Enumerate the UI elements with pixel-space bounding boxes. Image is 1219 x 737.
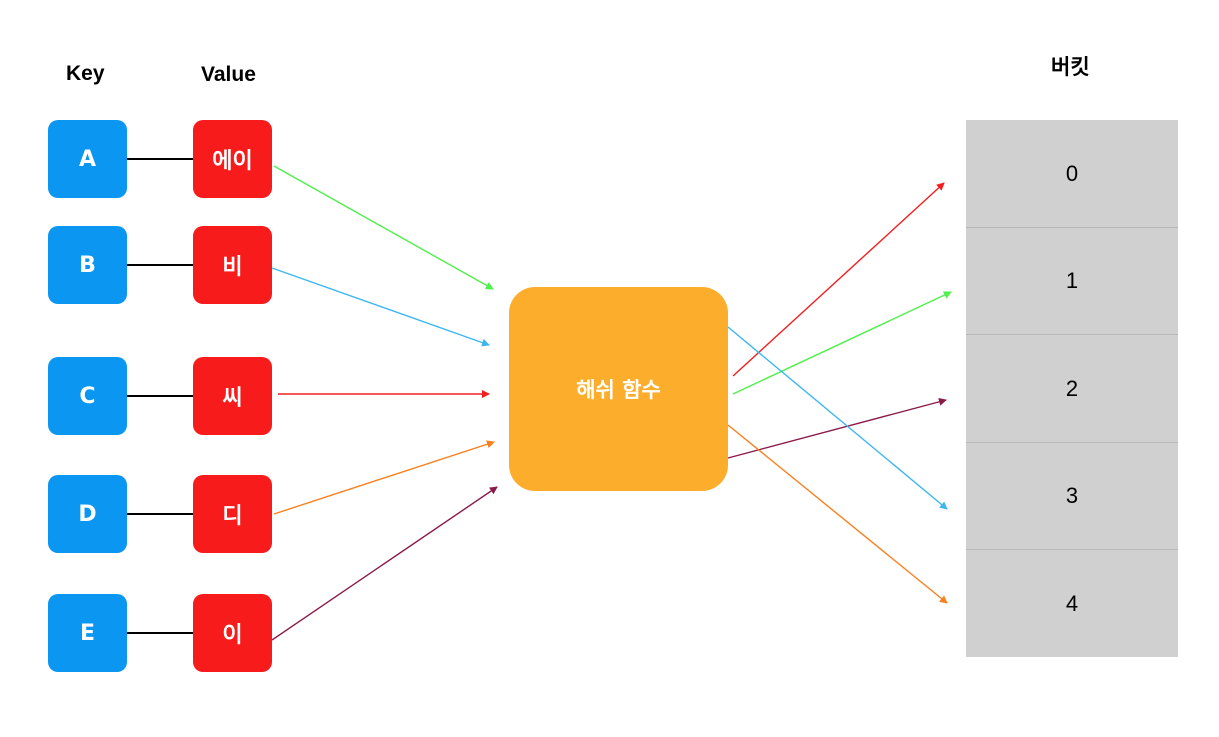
bucket-slot-0: 0	[1065, 160, 1079, 186]
key-box-C: C	[48, 357, 127, 435]
bucket-slot-4: 4	[966, 549, 1178, 657]
hash-function-label: 해쉬 함수	[576, 378, 661, 402]
arrow-in-B	[271, 267, 490, 347]
hash-function-box: 해쉬 함수	[509, 287, 728, 491]
key-header: Key	[66, 62, 105, 85]
value-header: Value	[201, 63, 256, 86]
key-box-D: D	[48, 475, 127, 553]
arrow-out-C-to-0	[732, 182, 945, 377]
bucket-header: 버킷	[1051, 56, 1090, 79]
arrow-out-D-to-4	[727, 424, 948, 604]
value-box-D: 디	[193, 475, 272, 553]
arrow-out-E-to-2	[727, 397, 947, 459]
bucket-slot-1: 1	[966, 227, 1178, 334]
value-box-C: 씨	[193, 357, 272, 435]
arrow-out-A-to-1	[732, 291, 952, 395]
bucket-column: 0 1 2 3 4	[966, 120, 1178, 657]
arrow-in-D	[273, 440, 495, 515]
value-box-B: 비	[193, 226, 272, 304]
arrow-out-B-to-3	[727, 326, 948, 510]
key-box-A: A	[48, 120, 127, 198]
key-box-B: B	[48, 226, 127, 304]
bucket-slot-2: 2	[966, 334, 1178, 442]
bucket-slot-3: 3	[966, 442, 1178, 549]
arrow-in-E	[271, 486, 498, 641]
value-box-E: 이	[193, 594, 272, 672]
key-box-E: E	[48, 594, 127, 672]
arrow-in-A	[273, 165, 494, 290]
value-box-A: 에이	[193, 120, 272, 198]
